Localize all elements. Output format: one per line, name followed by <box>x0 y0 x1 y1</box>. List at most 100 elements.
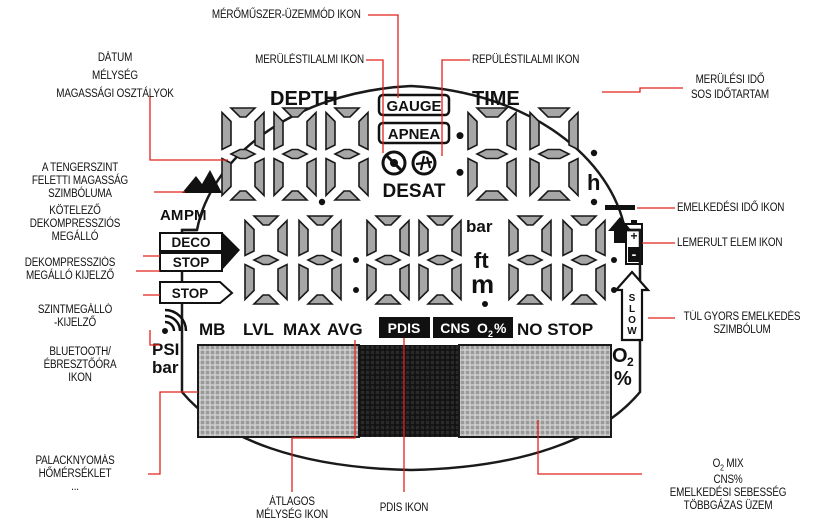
label-date-depth-line-2: MÉLYSÉG <box>92 70 138 82</box>
slow-letter-l: L <box>629 304 635 315</box>
o2pct-pct: % <box>494 320 507 336</box>
battery-minus: - <box>632 246 637 262</box>
label-level-stop: SZINTMEGÁLLÓ -KIJELZŐ <box>19 304 131 330</box>
label-date-depth-line-3: MAGASSÁGI OSZTÁLYOK <box>56 88 174 100</box>
stop-box <box>159 252 223 272</box>
label-level-stop-line-2: -KIJELZŐ <box>53 317 97 329</box>
segment-0-c <box>399 263 410 302</box>
depth-decimal-dot <box>318 198 326 206</box>
ascent-time-bar-icon <box>605 205 635 210</box>
stop-text: STOP <box>173 255 210 270</box>
leader-tank-pressure <box>148 391 198 475</box>
altitude-mountain-icon <box>182 170 222 193</box>
apnea-icon <box>377 121 451 145</box>
mid-left-colon-lower <box>353 287 359 293</box>
m-unit: m <box>471 269 494 299</box>
am-indicator: AM <box>160 207 183 224</box>
segment-1-f <box>529 110 540 151</box>
depth-segments <box>221 107 369 201</box>
middle-center-segments <box>366 215 462 305</box>
gauge-icon <box>377 93 451 117</box>
lvl-indicator: LVL <box>243 320 274 339</box>
label-o2mix-rest: MIX <box>723 458 744 470</box>
segment-0-a <box>475 107 509 118</box>
dot-matrix-center <box>359 345 459 437</box>
level-stop-outline-icon <box>159 281 234 304</box>
segment-0-d <box>229 190 257 201</box>
no-fly-icon <box>411 150 437 176</box>
segment-1-g <box>570 254 598 266</box>
label-o2mix-line-4: TÖBBGÁZAS ÜZEM <box>683 500 773 513</box>
segment-0-f <box>467 110 478 151</box>
segment-0-e <box>221 157 232 198</box>
leader-no-dive <box>366 59 384 153</box>
label-o2mix-line-2: CNS% <box>713 474 743 487</box>
psi-unit: PSI <box>152 340 179 359</box>
segment-1-c <box>306 157 317 198</box>
o2-right-sub: 2 <box>627 355 634 369</box>
segment-1-a <box>537 107 571 118</box>
segment-1-e <box>562 263 573 302</box>
label-altitude-line-2: FELETTI MAGASSÁG <box>31 175 129 187</box>
segment-0-e <box>467 157 478 198</box>
segment-0-c <box>541 263 552 302</box>
segment-0-a <box>229 107 257 118</box>
segment-0-c <box>254 157 265 198</box>
segment-1-b <box>451 218 462 257</box>
segment-0-c <box>277 263 288 302</box>
segment-1-d <box>281 190 309 201</box>
max-indicator: MAX <box>283 320 321 339</box>
bar-unit-mid: bar <box>466 217 493 236</box>
cns-indicator: CNS <box>440 320 470 336</box>
label-deco-stop-line-1: DEKOMPRESSZIÓS <box>24 257 116 269</box>
segment-1-g <box>306 254 334 266</box>
mid-right-colon-lower <box>611 287 617 293</box>
dot-matrix-left <box>197 344 360 438</box>
segment-0-d <box>374 294 402 305</box>
segment-0-f <box>508 218 519 257</box>
label-no-dive: MERÜLÉSTILALMI IKON <box>189 54 364 67</box>
colon-dot-0 <box>456 132 464 140</box>
leader-o2mix <box>537 420 642 475</box>
label-fast-ascent-line-2: SZIMBÓLUM <box>713 324 771 336</box>
time-dot-upper <box>590 149 598 157</box>
segment-1-b <box>331 218 342 257</box>
cns-o2-box <box>433 317 513 338</box>
label-no-fly: REPÜLÉSTILALMI IKON <box>472 54 644 67</box>
level-stop-text: STOP <box>172 286 209 301</box>
leader-date-depth <box>149 96 228 161</box>
segment-0-f <box>366 218 377 257</box>
label-pdis: PDIS IKON <box>361 502 447 515</box>
segment-1-b <box>595 218 606 257</box>
label-avg-depth: ÁTLAGOS MÉLYSÉG IKON <box>232 496 352 522</box>
label-dive-time-line-1: MERÜLÉSI IDŐ <box>695 74 765 86</box>
o2-right-pct: % <box>614 368 632 390</box>
label-altitude-line-1: A TENGERSZINT <box>41 162 119 174</box>
label-o2mix-line-1: O2 MIX <box>655 458 801 474</box>
label-deco-stop: DEKOMPRESSZIÓS MEGÁLLÓ KIJELZŐ <box>10 257 130 283</box>
mid-left-colon-upper <box>353 257 359 263</box>
segment-0-b <box>506 110 517 151</box>
ascent-time-arrow-icon <box>608 217 632 243</box>
segment-1-d <box>570 294 598 305</box>
segment-0-d <box>252 294 280 305</box>
label-mand-deco-line-2: DEKOMPRESSZIÓS <box>29 218 121 230</box>
pdis-box <box>379 317 430 338</box>
label-tank-pressure-line-2: HŐMÉRSÉKLET <box>38 468 112 480</box>
segment-0-a <box>374 215 402 226</box>
o2pct-o: O <box>477 320 488 336</box>
segment-1-d <box>426 294 454 305</box>
label-ascent-time-line-1: EMELKEDÉSI IDŐ IKON <box>677 202 785 214</box>
segment-1-f <box>273 110 284 151</box>
label-bluetooth: BLUETOOTH/ ÉBRESZTŐÓRA IKON <box>28 346 131 385</box>
slow-ascent-arrow-icon <box>613 270 651 342</box>
segment-2-b <box>358 110 369 151</box>
segment-0-b <box>541 218 552 257</box>
deco-box <box>159 232 223 252</box>
deco-text: DECO <box>171 235 210 250</box>
segment-0-b <box>277 218 288 257</box>
segment-0-d <box>516 294 544 305</box>
no-stop-indicator: NO STOP <box>517 320 593 339</box>
segment-1-c <box>451 263 462 302</box>
leader-no-fly <box>441 59 470 156</box>
